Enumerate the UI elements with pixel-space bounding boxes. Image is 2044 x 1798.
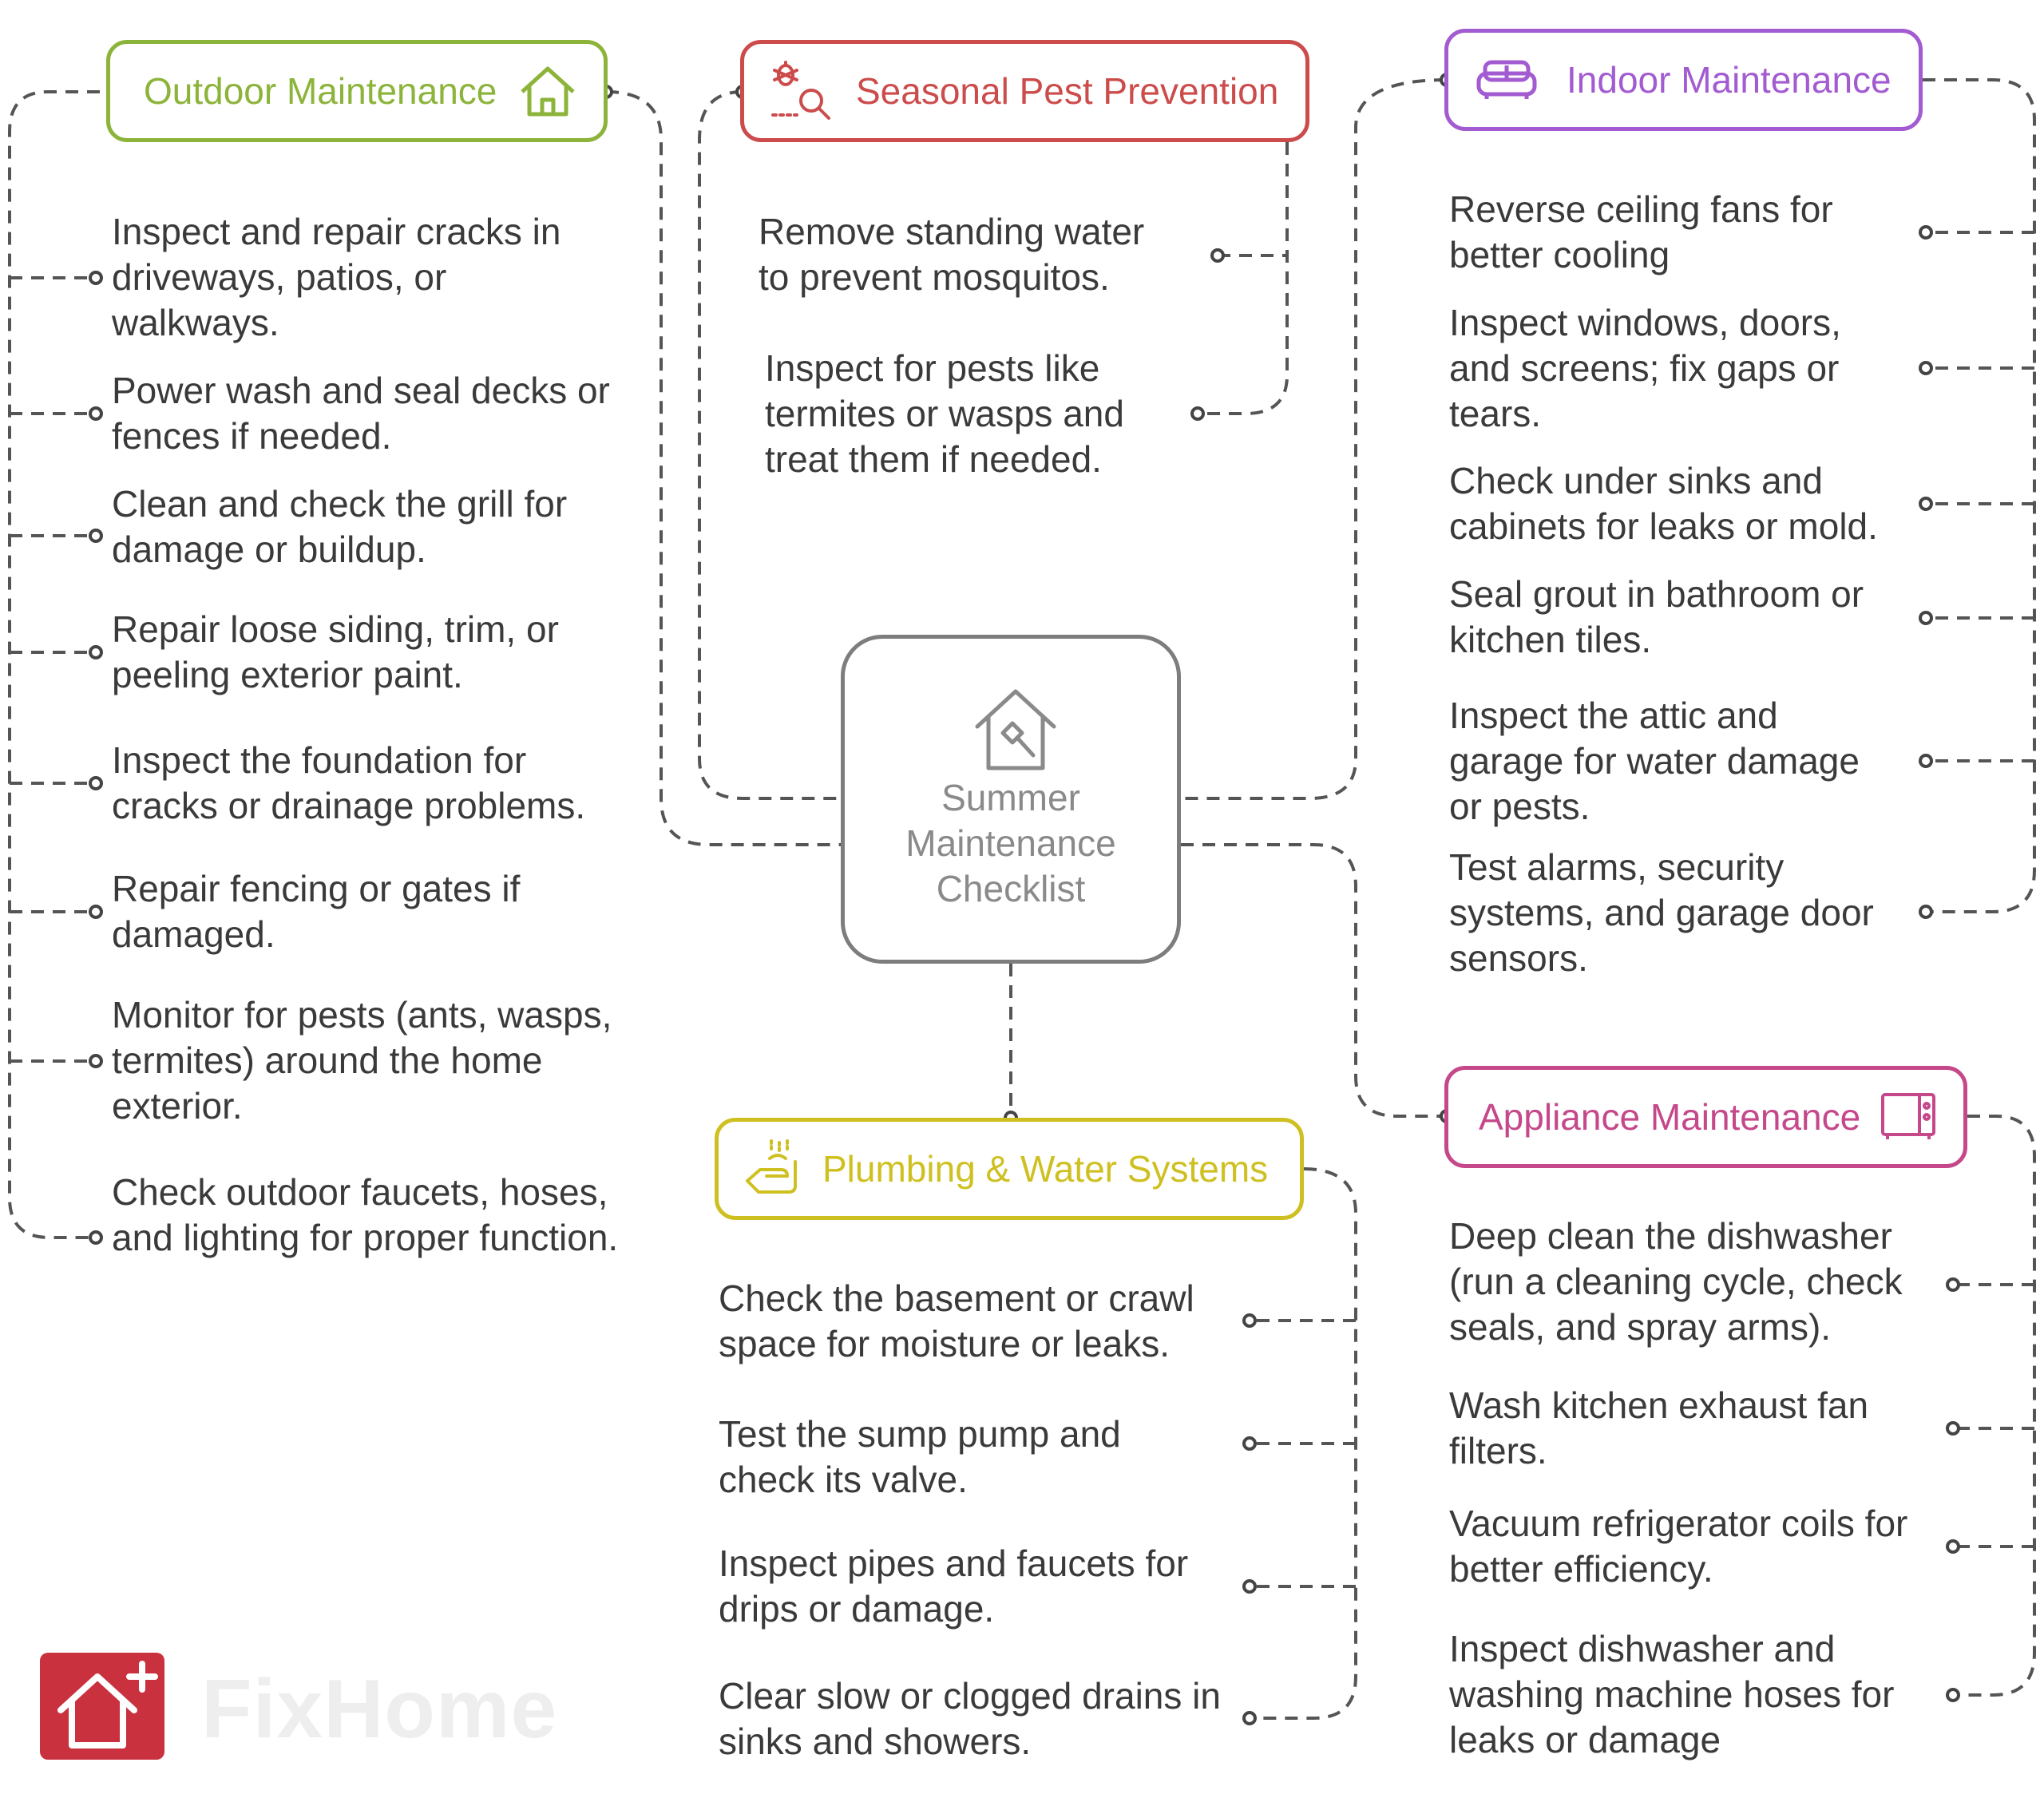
plumbing-water-systems-label: Plumbing & Water Systems [822, 1148, 1269, 1190]
plumbing-item-4: Clear slow or clogged drains in sinks an… [719, 1675, 1221, 1762]
indoor-maintenance-header: Indoor Maintenance [1444, 29, 1923, 131]
outdoor-maintenance-label: Outdoor Maintenance [144, 70, 497, 112]
bug-search-icon [771, 61, 830, 120]
indoor-item-6: Test alarms, security systems, and garag… [1449, 846, 1874, 979]
outdoor-item-2: Power wash and seal decks or fences if n… [112, 370, 610, 457]
appliance-maintenance-header: Appliance Maintenance [1444, 1066, 1967, 1168]
appliance-item-4: Inspect dishwasher and washing machine h… [1449, 1628, 1895, 1760]
center-node: Summer Maintenance Checklist [841, 635, 1181, 964]
indoor-item-1: Reverse ceiling fans for better cooling [1449, 188, 1833, 275]
center-title: Summer Maintenance Checklist [905, 777, 1116, 909]
outdoor-item-6: Repair fencing or gates if damaged. [112, 868, 521, 955]
house-hammer-icon [975, 689, 1056, 770]
plumbing-item-2: Test the sump pump and check its valve. [719, 1413, 1121, 1500]
appliance-item-1: Deep clean the dishwasher (run a cleanin… [1449, 1215, 1903, 1348]
pest-item-1: Remove standing water to prevent mosquit… [759, 211, 1145, 298]
plumbing-item-3: Inspect pipes and faucets for drips or d… [719, 1543, 1189, 1630]
seasonal-pest-prevention-header: Seasonal Pest Prevention [740, 40, 1309, 142]
appliance-icon [1881, 1093, 1936, 1139]
outdoor-item-3: Clean and check the grill for damage or … [112, 483, 568, 570]
plumbing-item-1: Check the basement or crawl space for mo… [719, 1277, 1194, 1364]
brand-name: FixHome [201, 1663, 558, 1756]
outdoor-item-4: Repair loose siding, trim, or peeling ex… [112, 608, 559, 695]
house-plus-icon [57, 1661, 158, 1748]
indoor-item-5: Inspect the attic and garage for water d… [1449, 695, 1860, 827]
hand-water-icon [746, 1139, 797, 1194]
outdoor-maintenance-header: Outdoor Maintenance [106, 40, 608, 142]
appliance-item-2: Wash kitchen exhaust fan filters. [1449, 1384, 1869, 1471]
plumbing-water-systems-header: Plumbing & Water Systems [715, 1118, 1304, 1220]
outdoor-item-5: Inspect the foundation for cracks or dra… [112, 739, 586, 826]
brand-logo [40, 1653, 164, 1760]
appliance-maintenance-label: Appliance Maintenance [1479, 1096, 1861, 1138]
indoor-item-3: Check under sinks and cabinets for leaks… [1449, 460, 1878, 547]
outdoor-item-8: Check outdoor faucets, hoses, and lighti… [112, 1171, 619, 1258]
indoor-item-2: Inspect windows, doors, and screens; fix… [1449, 302, 1841, 434]
indoor-maintenance-label: Indoor Maintenance [1567, 59, 1891, 101]
outdoor-item-7: Monitor for pests (ants, wasps, termites… [112, 994, 612, 1127]
outdoor-item-1: Inspect and repair cracks in driveways, … [112, 211, 561, 343]
pest-item-2: Inspect for pests like termites or wasps… [765, 347, 1124, 480]
appliance-item-3: Vacuum refrigerator coils for better eff… [1449, 1503, 1908, 1590]
house-icon [521, 66, 576, 117]
sofa-icon [1476, 60, 1537, 99]
indoor-item-4: Seal grout in bathroom or kitchen tiles. [1449, 573, 1864, 660]
seasonal-pest-prevention-label: Seasonal Pest Prevention [856, 70, 1279, 112]
